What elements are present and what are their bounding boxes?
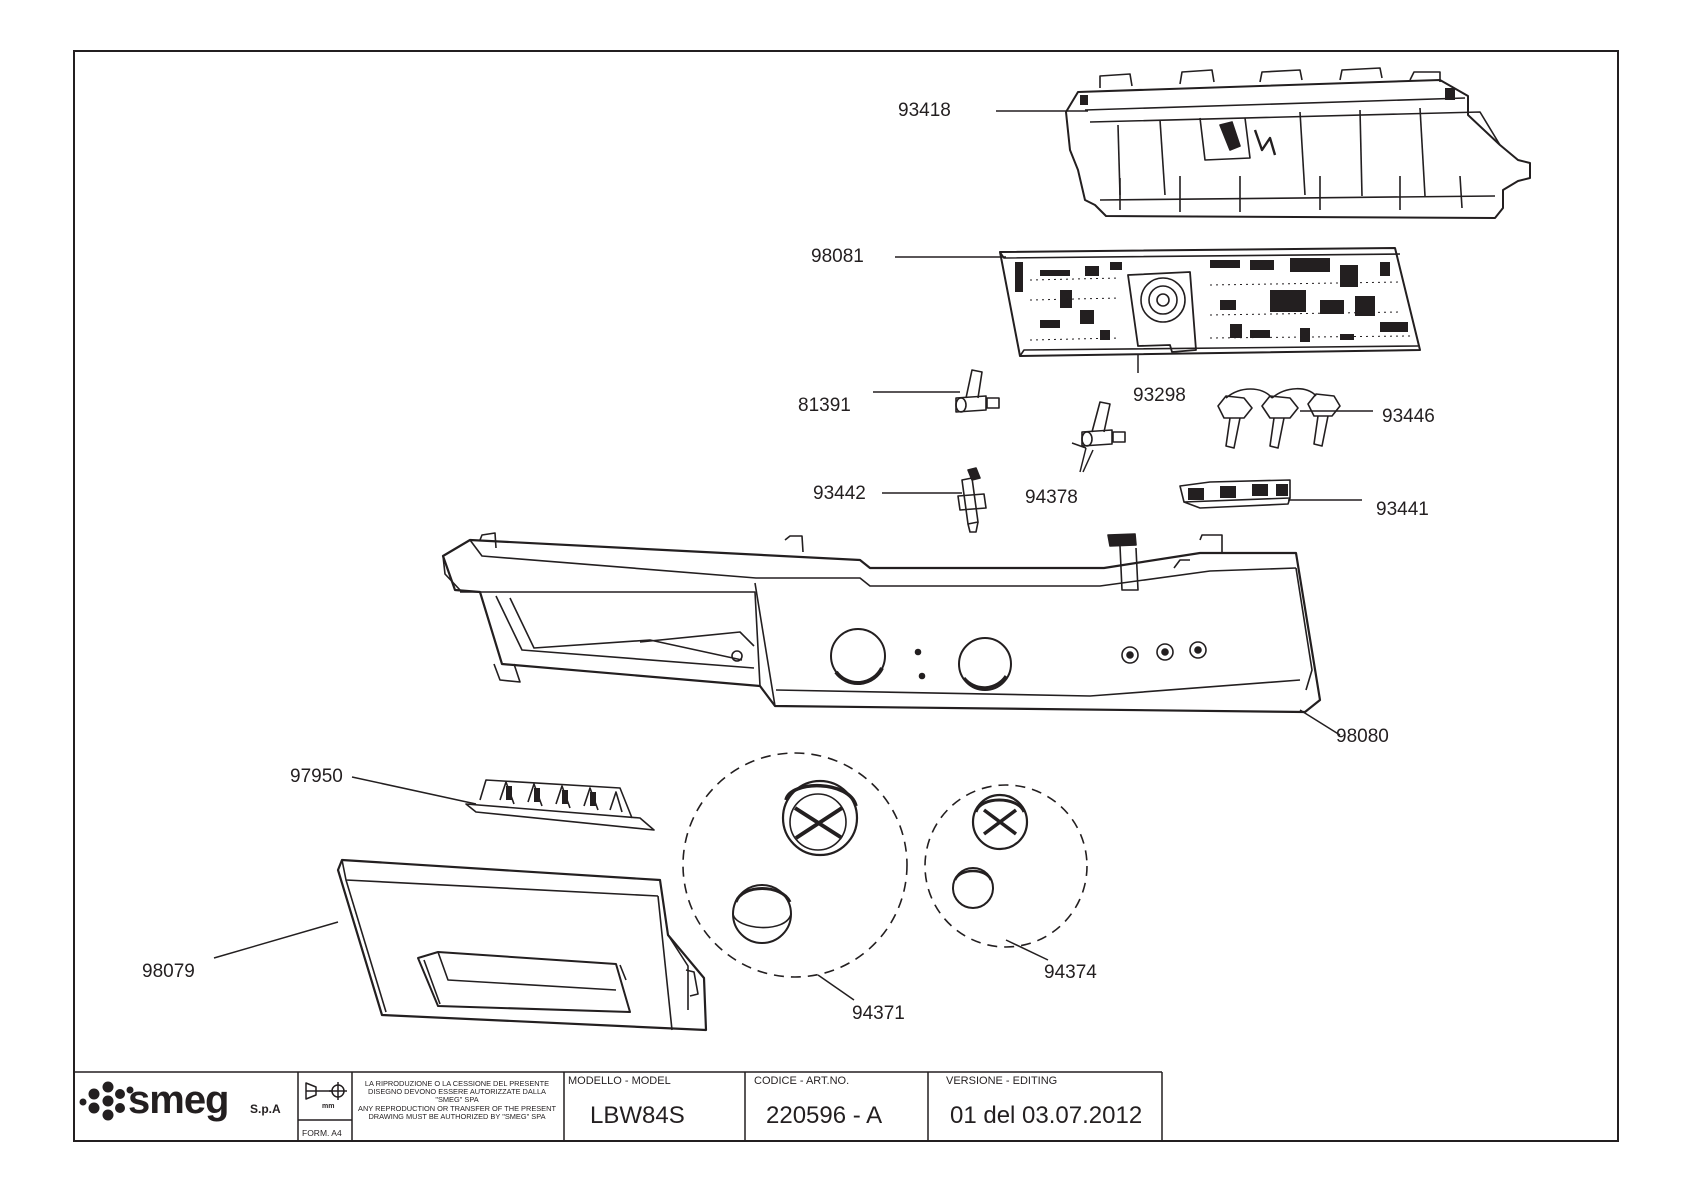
- label-94378: 94378: [1025, 487, 1078, 508]
- smeg-logo-dots: [79, 1081, 134, 1121]
- part-97950-dispenser-grille: [465, 779, 655, 831]
- code-value: 220596 - A: [766, 1102, 883, 1129]
- part-94374-small-knob-group: [924, 784, 1088, 948]
- part-94371-large-knob-group: [682, 752, 908, 978]
- company-suffix: S.p.A: [250, 1102, 281, 1116]
- part-93446-button-set: [1217, 387, 1341, 449]
- version-value: 01 del 03.07.2012: [950, 1102, 1143, 1129]
- label-94374: 94374: [1044, 962, 1097, 983]
- version-field-title: VERSIONE - EDITING: [946, 1075, 1058, 1087]
- model-field-title: MODELLO - MODEL: [568, 1075, 671, 1087]
- part-93441-push-buttons: [1179, 479, 1291, 509]
- smeg-logo: smeg S.p.A: [76, 1076, 294, 1138]
- label-98081: 98081: [811, 246, 864, 267]
- label-81391: 81391: [798, 395, 851, 416]
- model-value: LBW84S: [590, 1102, 685, 1129]
- title-block-grid: [73, 1071, 1163, 1142]
- label-93418: 93418: [898, 100, 951, 121]
- company-name: smeg: [128, 1078, 229, 1122]
- label-98080: 98080: [1336, 726, 1389, 747]
- label-93442: 93442: [813, 483, 866, 504]
- label-93298: 93298: [1133, 385, 1186, 406]
- part-94378-light-guide: [1081, 401, 1126, 447]
- label-98079: 98079: [142, 961, 195, 982]
- notice-english: ANY REPRODUCTION OR TRANSFER OF THE PRES…: [358, 1103, 556, 1121]
- unit-label: mm: [322, 1103, 335, 1110]
- part-93418-housing: [1065, 67, 1531, 219]
- code-field-title: CODICE - ART.NO.: [754, 1075, 850, 1087]
- part-81391-light-guide: [955, 369, 1000, 413]
- label-93441: 93441: [1376, 499, 1429, 520]
- part-93442-connector: [957, 467, 987, 533]
- part-98080-control-panel: [441, 532, 1322, 714]
- label-94371: 94371: [852, 1003, 905, 1024]
- copyright-notice: LA RIPRODUZIONE O LA CESSIONE DEL PRESEN…: [354, 1079, 560, 1121]
- part-98081-pcb: [999, 247, 1421, 357]
- leader-lines: [213, 110, 1373, 1001]
- label-97950: 97950: [290, 766, 343, 787]
- drawing-frame: [73, 50, 1619, 1142]
- notice-italian: LA RIPRODUZIONE O LA CESSIONE DEL PRESEN…: [364, 1079, 550, 1105]
- label-93446: 93446: [1382, 406, 1435, 427]
- part-98079-drawer-front: [336, 858, 708, 1032]
- format-label: FORM. A4: [302, 1128, 342, 1138]
